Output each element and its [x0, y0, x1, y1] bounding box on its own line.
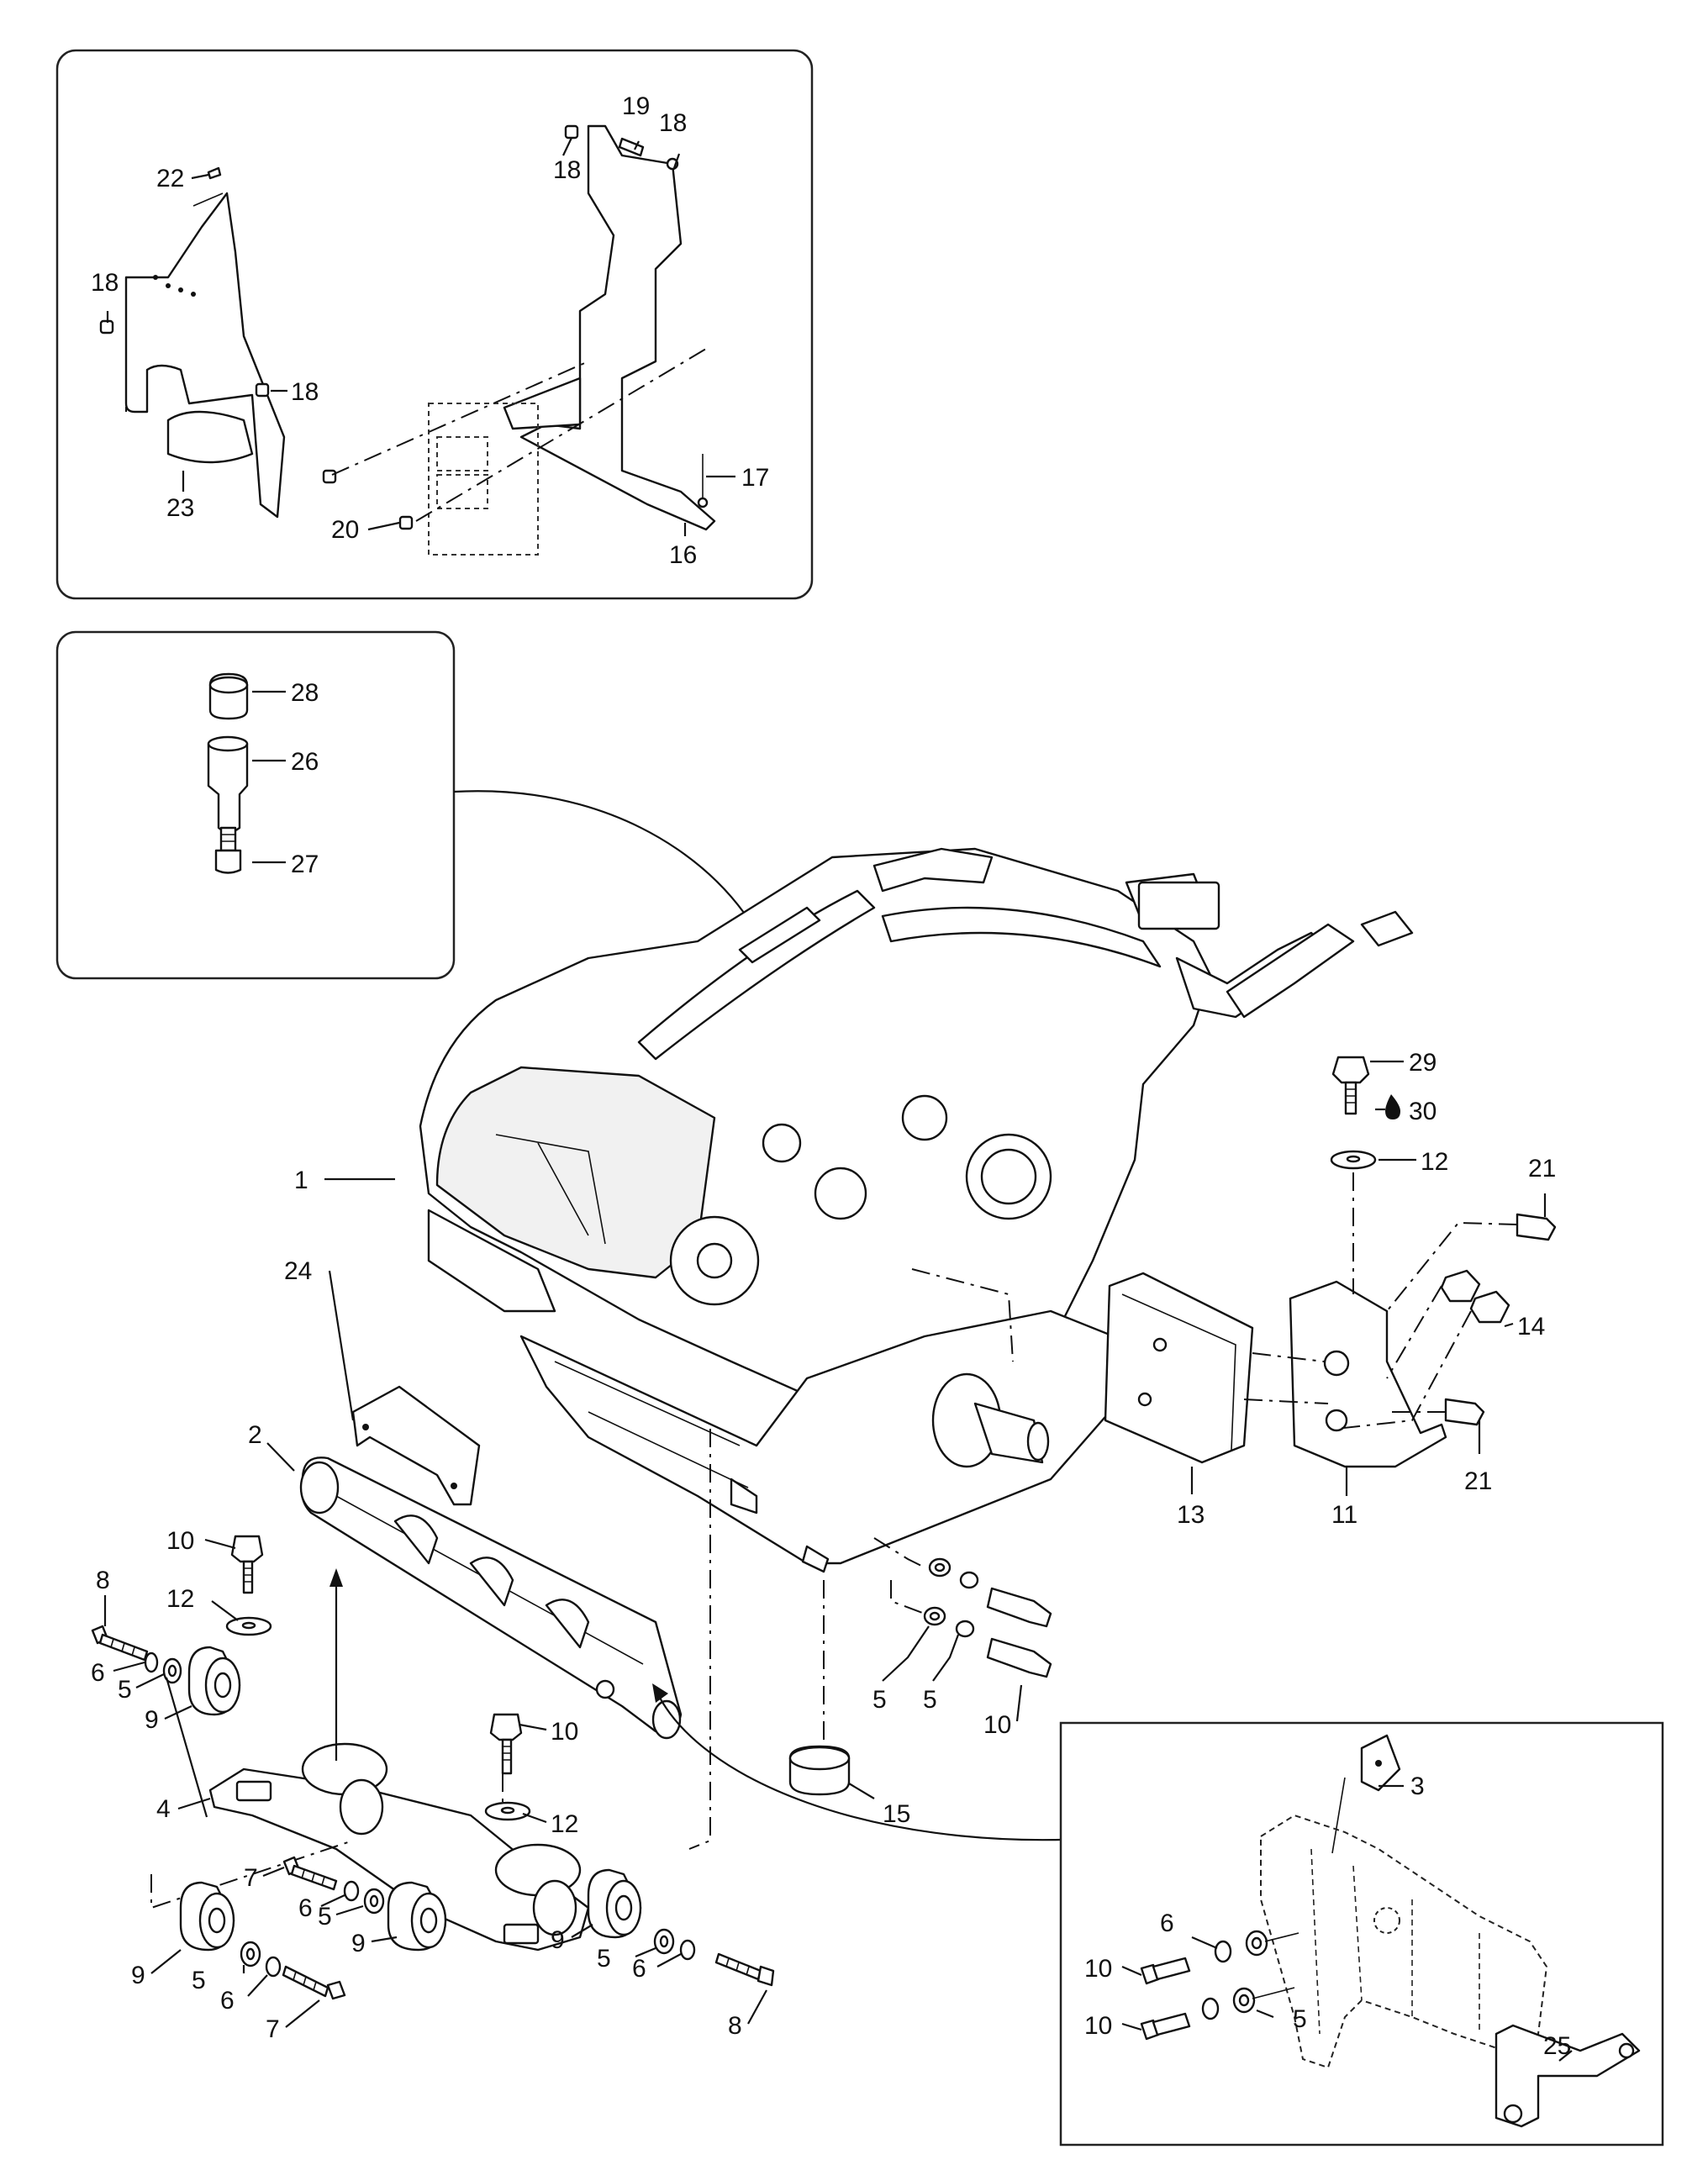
callout-10-center: 10 [983, 1711, 1011, 1739]
inset-frame-bracket [1059, 1721, 1664, 2147]
callout-18-left: 18 [91, 269, 119, 297]
callout-6-bottom-mid: 6 [298, 1894, 313, 1922]
callout-17: 17 [741, 464, 769, 492]
inset-ecm-bracket [55, 49, 814, 600]
callout-5-center-left: 5 [872, 1686, 887, 1714]
callout-6-left: 6 [91, 1659, 105, 1687]
callout-7-upper: 7 [244, 1864, 258, 1892]
center-hardware [788, 1537, 1052, 1796]
callout-7-lower: 7 [266, 2015, 280, 2043]
callout-10-inset-upper: 10 [1084, 1955, 1112, 1983]
callout-11: 11 [1331, 1501, 1357, 1529]
part-2-mount-bar [299, 1457, 683, 1740]
callout-2: 2 [248, 1421, 262, 1449]
callout-23: 23 [166, 494, 194, 522]
callout-20: 20 [331, 516, 359, 544]
callout-15: 15 [883, 1800, 910, 1828]
callout-5-bottom-mid: 5 [318, 1903, 332, 1931]
callout-8-lower: 8 [728, 2012, 742, 2040]
callout-12-right: 12 [1421, 1148, 1448, 1176]
callout-18-bottom: 18 [291, 378, 319, 406]
callout-25: 25 [1543, 2032, 1571, 2060]
callout-10-inset-lower: 10 [1084, 2012, 1112, 2040]
callout-10-upper: 10 [166, 1527, 194, 1555]
callout-18-top-right: 18 [659, 109, 687, 137]
part-4-cradle [208, 1568, 1085, 1952]
callout-6-bottom-right: 6 [632, 1955, 646, 1983]
callout-5-bottom-right: 5 [597, 1945, 611, 1973]
callout-9-bottom-left: 9 [131, 1962, 145, 1989]
callout-22: 22 [156, 165, 184, 192]
callout-6-bottom-left: 6 [220, 1987, 235, 2015]
callout-labels: 1 2 3 4 5 5 5 5 5 5 5 6 6 6 6 6 7 7 8 8 … [91, 92, 1571, 2060]
callout-13: 13 [1177, 1501, 1205, 1529]
left-mount-hardware [91, 1535, 531, 1910]
callout-26: 26 [291, 748, 319, 776]
callout-21-upper: 21 [1528, 1155, 1556, 1183]
callout-14: 14 [1517, 1313, 1545, 1341]
callout-5-center-right: 5 [923, 1686, 937, 1714]
bottom-mount-hardware [179, 1856, 775, 2000]
callout-19: 19 [622, 92, 650, 120]
callout-9-bottom-right: 9 [551, 1926, 565, 1954]
callout-10-mid: 10 [551, 1718, 578, 1746]
leader-lines [103, 137, 1573, 2062]
callout-6-inset: 6 [1160, 1910, 1174, 1937]
ecm-bracket-assembly-right [1104, 1056, 1557, 1468]
callout-9-left: 9 [145, 1706, 159, 1734]
callout-30: 30 [1409, 1098, 1437, 1125]
callout-12-left: 12 [166, 1585, 194, 1613]
part-24-cover [351, 1385, 481, 1506]
callout-1: 1 [294, 1167, 308, 1194]
callout-8-upper: 8 [96, 1567, 110, 1594]
callout-18-top-left: 18 [553, 156, 581, 184]
callout-4: 4 [156, 1795, 171, 1823]
callout-28: 28 [291, 679, 319, 707]
callout-5-left: 5 [118, 1676, 132, 1704]
callout-24: 24 [284, 1257, 312, 1285]
engine-assembly [419, 847, 1414, 1850]
callout-5-inset: 5 [1293, 2005, 1307, 2033]
callout-27: 27 [291, 851, 319, 878]
callout-21-lower: 21 [1464, 1467, 1492, 1495]
callout-12-mid: 12 [551, 1810, 578, 1838]
callout-16: 16 [669, 541, 697, 569]
inset-plug-parts [55, 630, 786, 985]
callout-3: 3 [1410, 1773, 1425, 1800]
callout-9-bottom-mid: 9 [351, 1930, 366, 1957]
callout-29: 29 [1409, 1049, 1437, 1077]
callout-5-bottom-left: 5 [192, 1967, 206, 1994]
